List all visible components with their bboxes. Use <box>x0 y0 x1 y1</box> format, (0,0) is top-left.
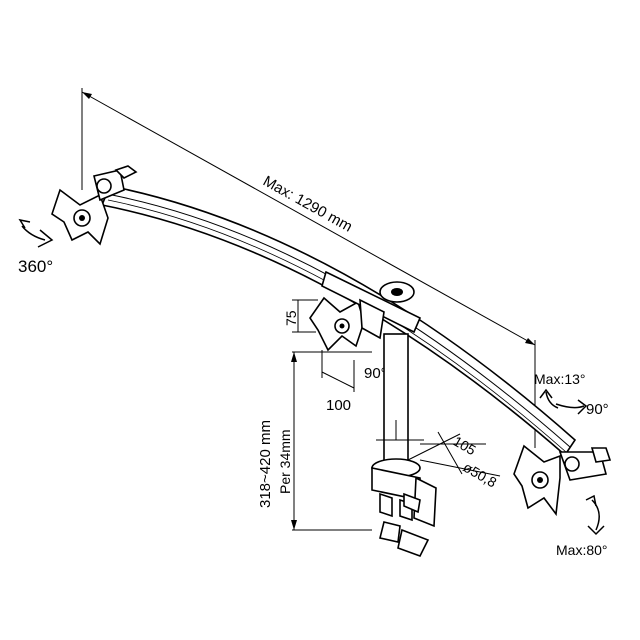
right-vesa-plate <box>513 444 612 517</box>
clamp-dimensions <box>403 431 501 477</box>
rotation-label: 360° <box>18 257 53 276</box>
right-swivel-arrow-icon <box>555 399 588 415</box>
rotation-arrow-icon <box>18 218 54 248</box>
left-vesa-plate <box>51 165 138 246</box>
center-vesa-plate <box>309 270 422 352</box>
total-length-label: Max: 1290 mm <box>260 173 355 236</box>
tilt-down-arrow-icon <box>585 494 605 536</box>
center-swivel-label: 90° <box>364 365 387 382</box>
vesa-width-label: 100 <box>326 397 351 414</box>
height-dimension <box>291 351 372 531</box>
vesa-height-label: 75 <box>283 310 299 326</box>
pole-diameter-label: ø50,8 <box>461 459 500 491</box>
height-range-label: 318~420 mm <box>257 420 274 508</box>
tilt-down-label: Max:80° <box>556 542 608 558</box>
pole-size-label: Per 34mm <box>277 429 293 494</box>
tilt-up-label: Max:13° <box>534 371 586 387</box>
desk-clamp <box>371 458 437 557</box>
vesa-dimension-lines <box>292 299 355 392</box>
right-swivel-label: 90° <box>586 401 609 418</box>
tilt-arrow-icon <box>539 388 559 409</box>
